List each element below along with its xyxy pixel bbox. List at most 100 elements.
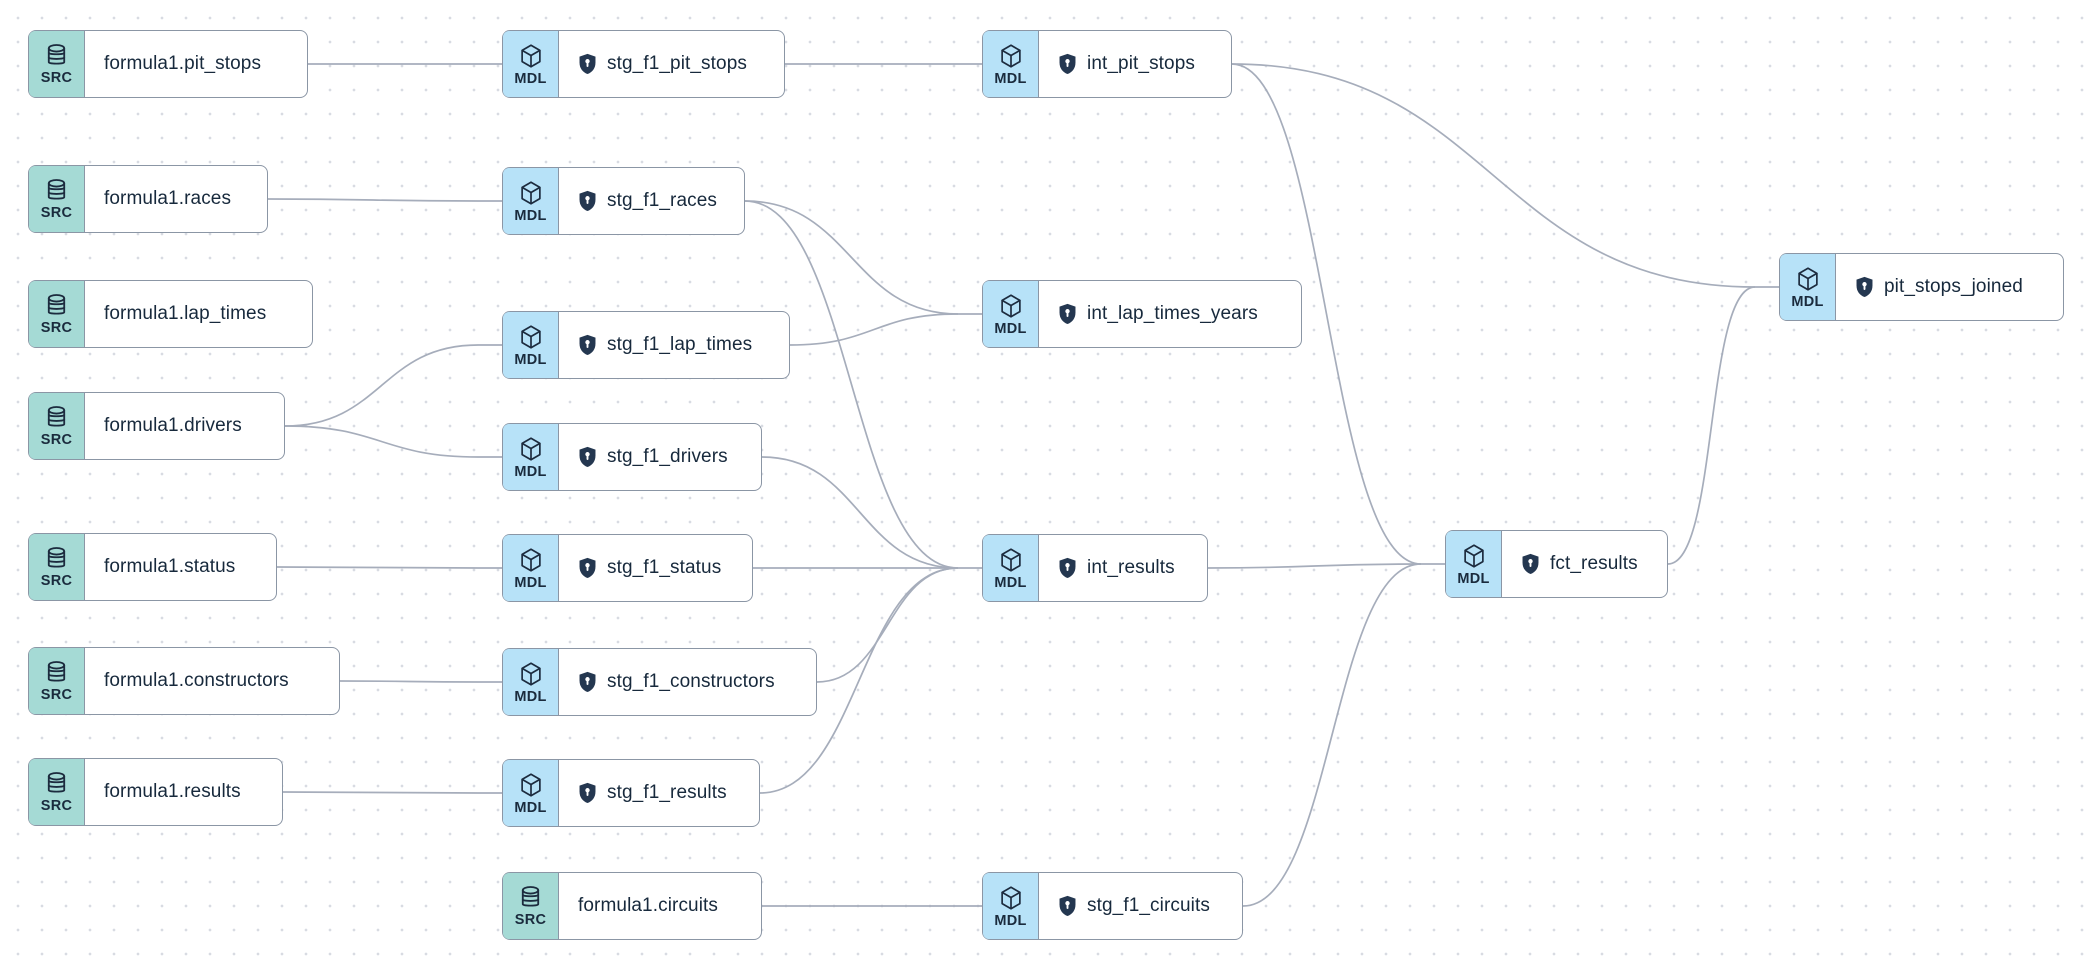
node-int_lap_times_years[interactable]: MDL int_lap_times_years xyxy=(982,280,1302,348)
node-formula1.drivers[interactable]: SRC formula1.drivers xyxy=(28,392,285,460)
edge-formula1.races-to-stg_f1_races xyxy=(267,198,479,202)
node-type-badge: MDL xyxy=(1791,293,1824,310)
node-type-badge: MDL xyxy=(994,574,1027,591)
node-label: fct_results xyxy=(1550,553,1638,574)
database-icon xyxy=(43,292,70,319)
cube-icon xyxy=(517,435,545,463)
source-type-cell: SRC xyxy=(29,759,85,825)
node-stg_f1_status[interactable]: MDL stg_f1_status xyxy=(502,534,753,602)
node-stg_f1_constructors[interactable]: MDL stg_f1_constructors xyxy=(502,648,817,716)
node-label-cell: int_pit_stops xyxy=(1039,31,1231,97)
node-formula1.circuits[interactable]: SRC formula1.circuits xyxy=(502,872,762,940)
node-label: stg_f1_status xyxy=(607,557,722,578)
shield-lock-icon xyxy=(1521,553,1540,575)
model-type-cell: MDL xyxy=(503,760,559,826)
node-label-cell: pit_stops_joined xyxy=(1836,254,2063,320)
database-icon xyxy=(43,659,70,686)
edge-formula1.results-to-stg_f1_results xyxy=(282,791,479,794)
edge-stg_f1_circuits-to-fct_results xyxy=(1242,563,1422,907)
edge-formula1.drivers-to-stg_f1_drivers xyxy=(284,425,479,458)
node-label: stg_f1_results xyxy=(607,782,727,803)
node-formula1.status[interactable]: SRC formula1.status xyxy=(28,533,277,601)
shield-lock-icon xyxy=(1058,53,1077,75)
edge-formula1.constructors-to-stg_f1_constructors xyxy=(339,680,479,683)
node-stg_f1_pit_stops[interactable]: MDL stg_f1_pit_stops xyxy=(502,30,785,98)
node-pit_stops_joined[interactable]: MDL pit_stops_joined xyxy=(1779,253,2064,321)
node-label: formula1.results xyxy=(104,781,241,802)
node-label-cell: formula1.races xyxy=(85,166,267,232)
source-type-cell: SRC xyxy=(503,873,559,939)
source-type-cell: SRC xyxy=(29,393,85,459)
node-stg_f1_results[interactable]: MDL stg_f1_results xyxy=(502,759,760,827)
database-icon xyxy=(43,770,70,797)
model-type-cell: MDL xyxy=(503,168,559,234)
node-type-badge: SRC xyxy=(40,320,73,337)
node-label-cell: formula1.results xyxy=(85,759,282,825)
node-formula1.constructors[interactable]: SRC formula1.constructors xyxy=(28,647,340,715)
cube-icon xyxy=(997,292,1025,320)
node-formula1.lap_times[interactable]: SRC formula1.lap_times xyxy=(28,280,313,348)
node-label: formula1.pit_stops xyxy=(104,53,262,74)
database-icon xyxy=(43,404,70,431)
node-label-cell: stg_f1_results xyxy=(559,760,759,826)
node-int_pit_stops[interactable]: MDL int_pit_stops xyxy=(982,30,1232,98)
node-type-badge: SRC xyxy=(514,912,547,929)
shield-lock-icon xyxy=(578,334,597,356)
cube-icon xyxy=(1794,265,1822,293)
edge-fct_results-to-pit_stops_joined xyxy=(1667,286,1756,565)
node-type-badge: MDL xyxy=(514,688,547,705)
edge-formula1.drivers-to-stg_f1_lap_times xyxy=(284,344,479,427)
shield-lock-icon xyxy=(1058,895,1077,917)
node-label: formula1.circuits xyxy=(578,895,719,916)
node-label: int_pit_stops xyxy=(1087,53,1195,74)
node-label-cell: stg_f1_status xyxy=(559,535,752,601)
node-label: stg_f1_lap_times xyxy=(607,334,753,355)
node-type-badge: MDL xyxy=(514,351,547,368)
node-type-badge: SRC xyxy=(40,205,73,222)
node-label: int_results xyxy=(1087,557,1175,578)
node-label: int_lap_times_years xyxy=(1087,303,1258,324)
shield-lock-icon xyxy=(1855,276,1874,298)
edge-stg_f1_drivers-to-int_results xyxy=(761,456,959,569)
node-formula1.races[interactable]: SRC formula1.races xyxy=(28,165,268,233)
node-label: formula1.constructors xyxy=(104,670,289,691)
shield-lock-icon xyxy=(1058,557,1077,579)
node-label: formula1.lap_times xyxy=(104,303,267,324)
node-label-cell: formula1.pit_stops xyxy=(85,31,307,97)
node-label: pit_stops_joined xyxy=(1884,276,2023,297)
node-label: formula1.drivers xyxy=(104,415,242,436)
shield-lock-icon xyxy=(1058,303,1077,325)
node-label: stg_f1_pit_stops xyxy=(607,53,747,74)
node-stg_f1_circuits[interactable]: MDL stg_f1_circuits xyxy=(982,872,1243,940)
node-int_results[interactable]: MDL int_results xyxy=(982,534,1208,602)
model-type-cell: MDL xyxy=(983,535,1039,601)
edge-stg_f1_lap_times-to-int_lap_times_years xyxy=(789,313,959,346)
node-label: formula1.status xyxy=(104,556,236,577)
shield-lock-icon xyxy=(578,782,597,804)
shield-lock-icon xyxy=(578,671,597,693)
node-stg_f1_lap_times[interactable]: MDL stg_f1_lap_times xyxy=(502,311,790,379)
node-formula1.results[interactable]: SRC formula1.results xyxy=(28,758,283,826)
node-stg_f1_drivers[interactable]: MDL stg_f1_drivers xyxy=(502,423,762,491)
node-type-badge: MDL xyxy=(514,799,547,816)
node-label: stg_f1_constructors xyxy=(607,671,775,692)
model-type-cell: MDL xyxy=(983,31,1039,97)
node-label-cell: stg_f1_circuits xyxy=(1039,873,1242,939)
node-type-badge: MDL xyxy=(514,574,547,591)
node-stg_f1_races[interactable]: MDL stg_f1_races xyxy=(502,167,745,235)
node-type-badge: SRC xyxy=(40,70,73,87)
source-type-cell: SRC xyxy=(29,648,85,714)
node-type-badge: MDL xyxy=(994,70,1027,87)
source-type-cell: SRC xyxy=(29,534,85,600)
node-label-cell: formula1.circuits xyxy=(559,873,761,939)
edge-stg_f1_races-to-int_lap_times_years xyxy=(744,200,959,315)
edge-int_pit_stops-to-pit_stops_joined xyxy=(1231,63,1756,288)
node-type-badge: MDL xyxy=(994,320,1027,337)
node-label-cell: stg_f1_races xyxy=(559,168,744,234)
node-label-cell: formula1.status xyxy=(85,534,276,600)
node-formula1.pit_stops[interactable]: SRC formula1.pit_stops xyxy=(28,30,308,98)
node-fct_results[interactable]: MDL fct_results xyxy=(1445,530,1668,598)
model-type-cell: MDL xyxy=(503,535,559,601)
